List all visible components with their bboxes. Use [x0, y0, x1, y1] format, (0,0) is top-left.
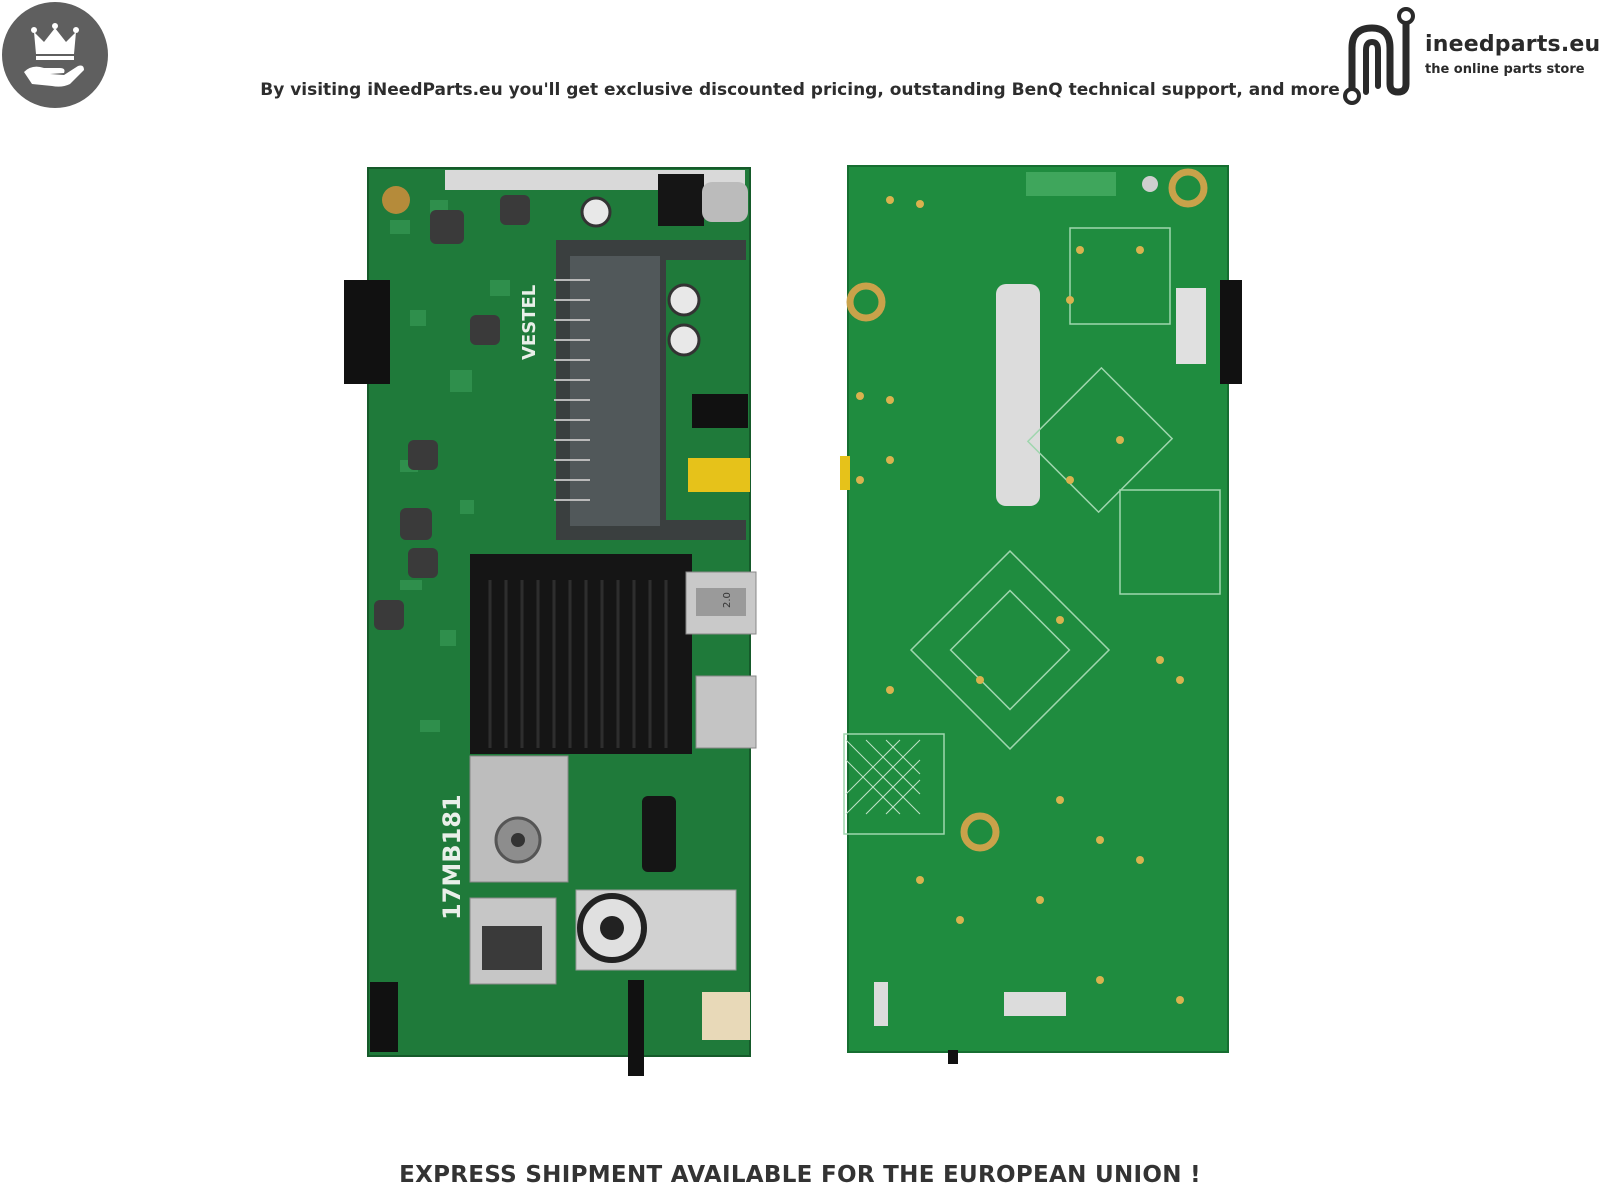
crown-badge[interactable] [2, 2, 108, 108]
brand-logo[interactable]: ineedparts.eu the online parts store [1342, 6, 1600, 106]
brand-tagline: the online parts store [1425, 62, 1585, 77]
usb-label: 2.0 [722, 592, 733, 608]
crown-on-hand-icon [24, 23, 84, 87]
vestel-print: VESTEL [519, 285, 540, 360]
shipping-notice: EXPRESS SHIPMENT AVAILABLE FOR THE EUROP… [399, 1162, 1201, 1188]
model-print: 17MB181 [438, 794, 466, 920]
brand-name: ineedparts.eu [1425, 32, 1600, 57]
board-back [840, 160, 1260, 1080]
board-front: VESTEL 17MB181 2.0 [340, 160, 760, 1080]
product-photo: VESTEL 17MB181 2.0 [340, 160, 1260, 1110]
promo-tagline: By visiting iNeedParts.eu you'll get exc… [260, 80, 1340, 100]
circuit-n-logo-icon [1343, 7, 1415, 105]
